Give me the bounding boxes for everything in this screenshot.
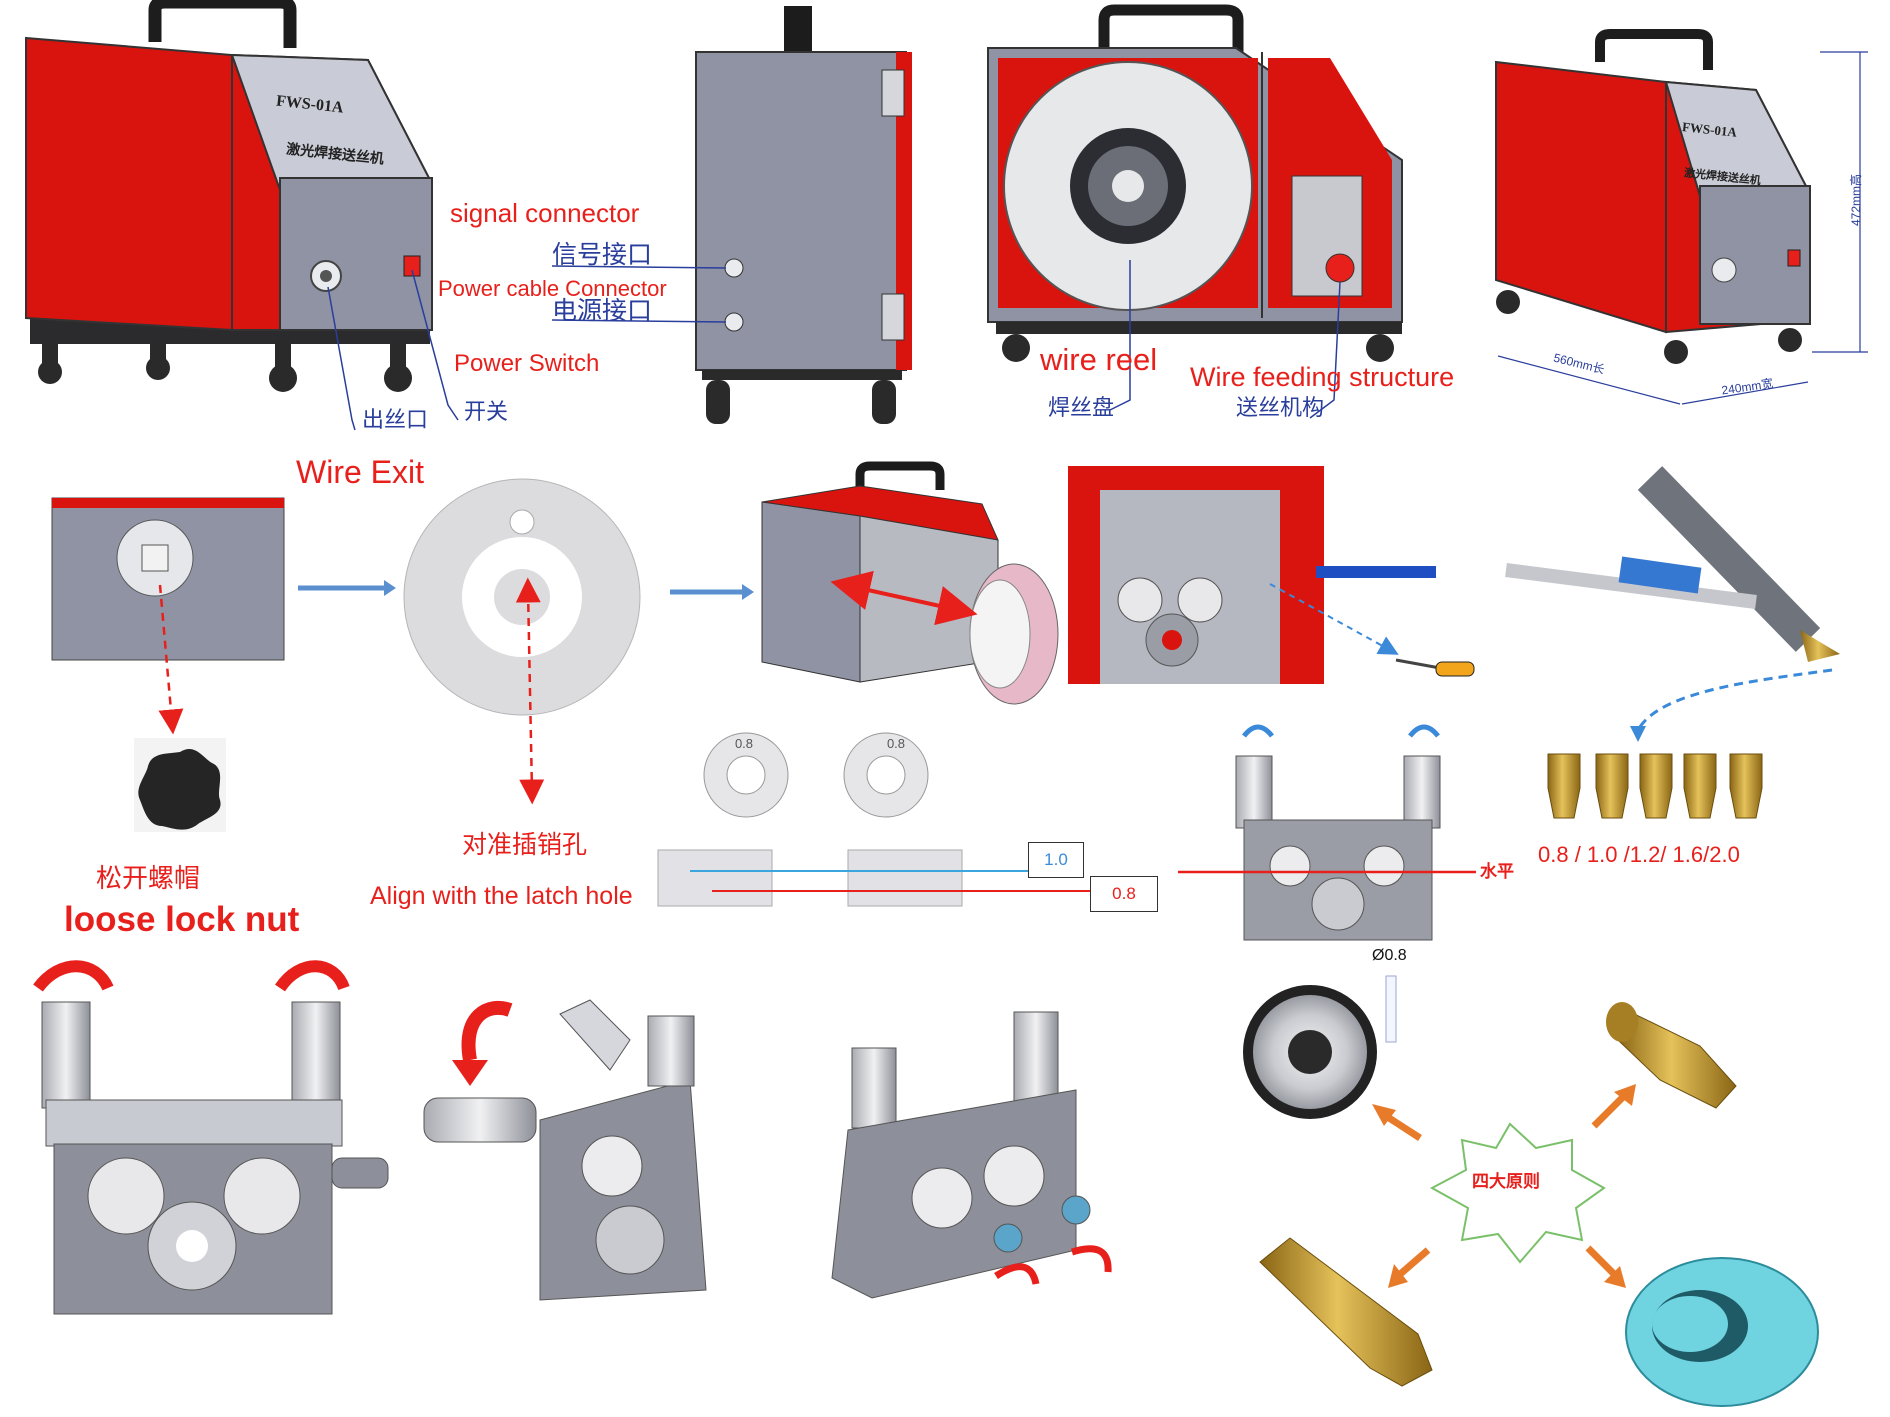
label-wire-exit: Wire Exit [296, 454, 424, 490]
feeder-assembly-2 [423, 999, 707, 1301]
label-switch-cn: 开关 [464, 400, 509, 425]
feed-rollers-sizes [657, 732, 1090, 907]
open-view-leaders [1109, 260, 1341, 419]
wire-exit-panel [51, 497, 285, 661]
brass-nozzle-photo [1606, 1002, 1737, 1109]
machine-model-right: FWS-01A [1681, 119, 1738, 140]
machine-front-callouts [327, 269, 459, 431]
roller-adjust-view [1235, 724, 1441, 941]
lock-knob [134, 738, 226, 832]
spool-install-view [761, 461, 1059, 705]
machine-front-view: FWS-01A 激光焊接送丝机 [25, 0, 433, 392]
spool-disc [403, 478, 641, 716]
roller-size-a: 0.8 [735, 736, 753, 751]
machine-side-view [695, 6, 912, 424]
dim-height: 472mm高 [1848, 174, 1863, 226]
feeder-assembly-1 [33, 960, 389, 1315]
label-power-cable-connector: Power cable Connector [438, 276, 667, 301]
machine-open-view [987, 4, 1403, 362]
roller-size-b: 0.8 [887, 736, 905, 751]
screwdriver-arrow [1269, 583, 1399, 655]
label-wire-diameter: Ø0.8 [1372, 947, 1407, 964]
label-loosen-en: loose lock nut [64, 900, 300, 939]
feeder-assembly-3 [831, 1011, 1112, 1299]
dimension-lines [1497, 51, 1868, 405]
welding-torch [1505, 466, 1840, 662]
principles-star [1429, 1122, 1606, 1264]
dim-width: 240mm宽 [1721, 375, 1775, 397]
label-wire-outlet-cn: 出丝口 [362, 408, 429, 433]
label-signal-connector: signal connector [450, 198, 640, 228]
principle-arrows [1384, 1091, 1629, 1279]
roller-box-0-8: 0.8 [1090, 876, 1158, 912]
label-four-principles: 四大原则 [1472, 1172, 1540, 1192]
brass-tip-photo [1259, 1237, 1433, 1387]
label-loosen-cn: 松开螺帽 [96, 864, 201, 894]
label-wire-feeding-structure: Wire feeding structure [1190, 362, 1455, 392]
align-arrow [515, 577, 545, 805]
label-wire-feeding-cn: 送丝机构 [1236, 396, 1325, 421]
label-align-cn: 对准插销孔 [462, 830, 588, 859]
screwdriver-icon [1395, 658, 1475, 677]
label-horizontal-cn: 水平 [1480, 862, 1514, 882]
label-wire-reel: wire reel [1040, 342, 1158, 377]
label-align-en: Align with the latch hole [370, 882, 633, 910]
label-wire-reel-cn: 焊丝盘 [1048, 396, 1115, 421]
label-power-switch: Power Switch [454, 350, 600, 377]
side-port-leaders [551, 265, 727, 323]
cyan-roller-photo [1625, 1257, 1819, 1407]
label-power-port-cn: 电源接口 [552, 296, 653, 325]
torch-to-nozzle-arrow [1636, 668, 1833, 731]
feeding-mechanism-photo [1068, 466, 1436, 684]
machine-dimension-view: FWS-01A 激光焊接送丝机 [1495, 29, 1811, 364]
label-nozzle-sizes: 0.8 / 1.0 /1.2/ 1.6/2.0 [1538, 842, 1740, 867]
label-signal-port-cn: 信号接口 [552, 240, 653, 269]
nozzle-set [1547, 753, 1763, 819]
exit-to-knob-arrow [158, 584, 184, 735]
wire-spool-photo [1243, 975, 1397, 1126]
roller-box-1-0: 1.0 [1028, 842, 1084, 878]
